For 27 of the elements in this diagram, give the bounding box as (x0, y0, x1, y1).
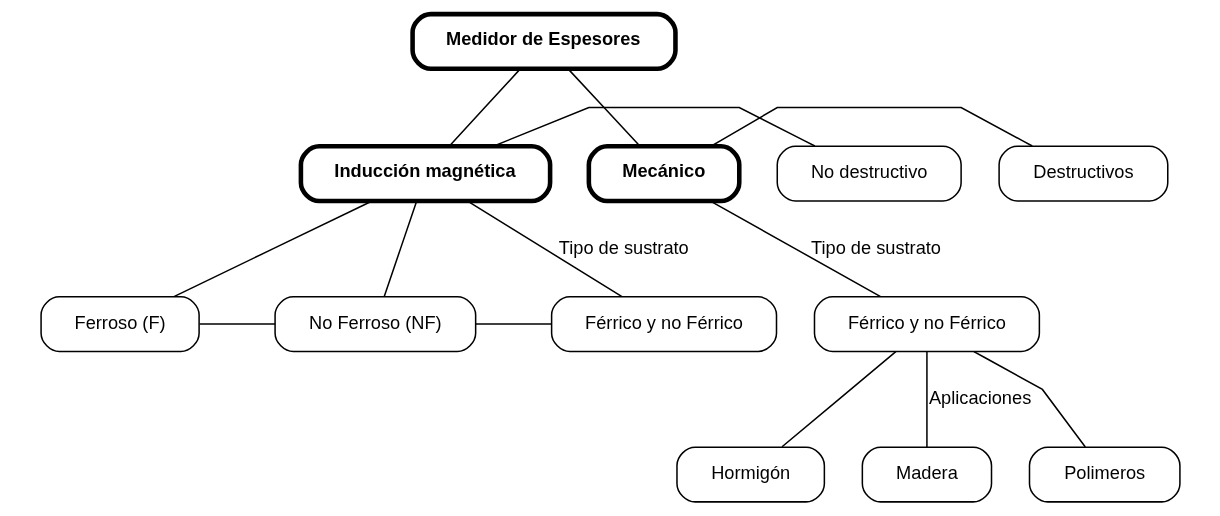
node-box: Férrico y no Férrico (813, 296, 1040, 353)
connector (710, 106, 1033, 147)
connector (567, 68, 641, 147)
connector (709, 200, 881, 298)
connector (972, 350, 1086, 448)
connector (172, 200, 372, 298)
node-box: No Ferroso (NF) (273, 296, 476, 353)
node-box: Medidor de Espesores (409, 11, 678, 72)
connector (383, 200, 417, 298)
node-box: No destructivo (776, 145, 962, 202)
node-box: Polimeros (1028, 446, 1181, 503)
edge-label: Aplicaciones (928, 387, 1031, 409)
connector (198, 323, 276, 325)
edge-label: Tipo de sustrato (810, 236, 941, 258)
connector (466, 200, 623, 298)
node-box: Destructivos (997, 145, 1169, 202)
edge-label: Tipo de sustrato (558, 236, 689, 258)
node-box: Hormigón (675, 446, 825, 503)
connector (448, 68, 521, 147)
node-box: Mecánico (586, 144, 742, 204)
node-box: Madera (861, 446, 992, 503)
connector (474, 323, 552, 325)
connector (780, 350, 897, 448)
node-box: Férrico y no Férrico (550, 296, 777, 353)
connector (925, 351, 928, 448)
node-box: Ferroso (F) (39, 296, 200, 353)
node-box: Inducción magnética (298, 144, 552, 204)
